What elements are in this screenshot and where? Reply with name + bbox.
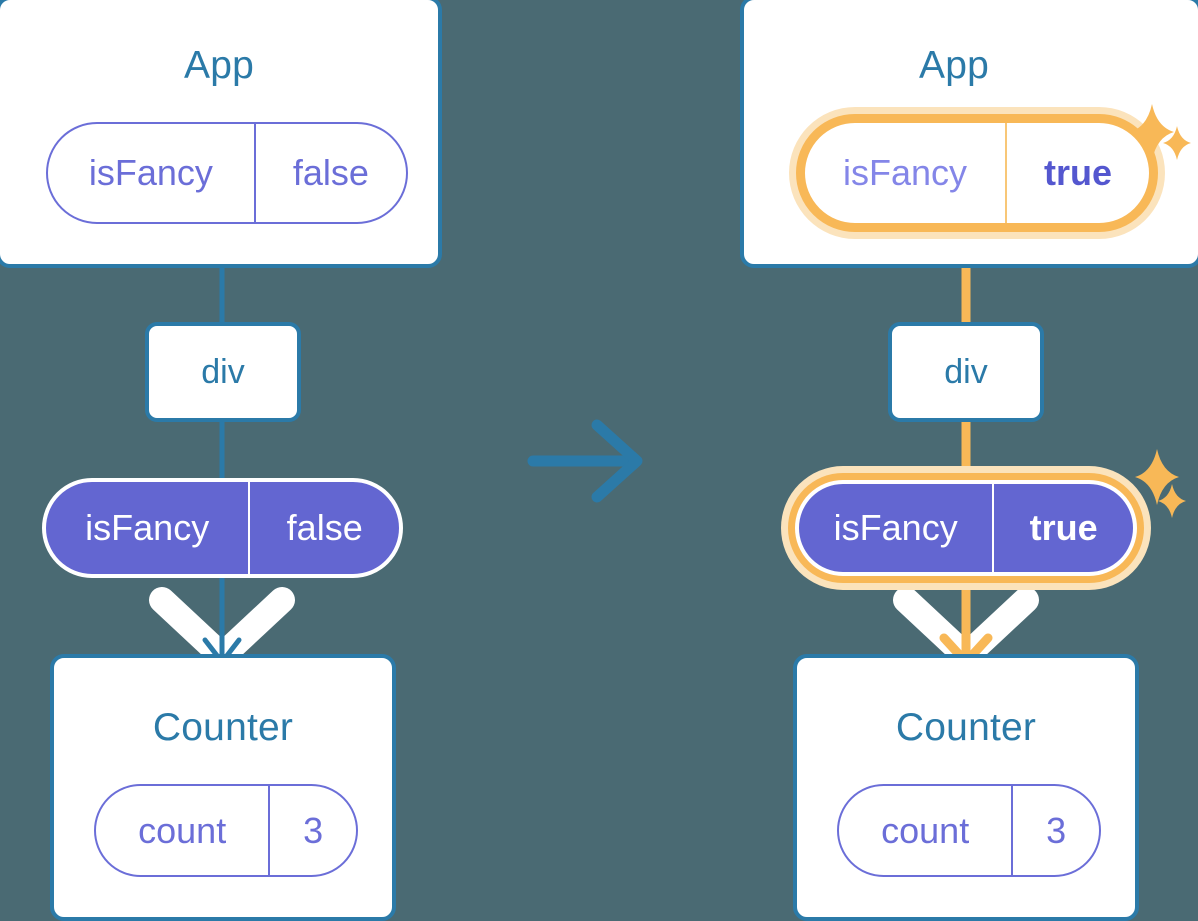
div-node: div: [888, 322, 1044, 422]
app-state-pill-value: true: [1005, 123, 1149, 223]
prop-pill-highlighted[interactable]: isFancy true: [795, 480, 1137, 576]
div-node: div: [145, 322, 301, 422]
counter-card-title: Counter: [895, 706, 1037, 749]
prop-pill-value: false: [248, 482, 399, 574]
app-card: App isFancy false: [0, 0, 442, 268]
div-node-label: div: [944, 352, 988, 391]
counter-state-pill-value: 3: [1011, 786, 1099, 875]
counter-card-title: Counter: [152, 706, 294, 749]
counter-state-pill-name: count: [138, 809, 227, 851]
app-state-pill[interactable]: isFancy false: [46, 122, 408, 224]
prop-pill-name: isFancy: [85, 507, 210, 548]
counter-state-pill[interactable]: count 3: [837, 784, 1101, 877]
app-state-pill-highlighted[interactable]: isFancy true: [796, 114, 1158, 232]
app-state-pill-name: isFancy: [88, 152, 213, 193]
counter-card: Counter count 3: [793, 654, 1139, 921]
counter-state-pill-name: count: [881, 809, 970, 851]
app-state-pill-name: isFancy: [842, 152, 968, 193]
sparkle-small-icon: [1163, 126, 1191, 160]
prop-pill-name: isFancy: [833, 507, 958, 548]
counter-state-pill-value: 3: [268, 786, 356, 875]
arrow-right-icon: [527, 419, 643, 503]
app-state-pill-value: false: [253, 124, 406, 222]
app-card-title: App: [184, 44, 254, 87]
prop-pill[interactable]: isFancy false: [42, 478, 403, 578]
sparkle-large-icon: [1135, 449, 1179, 505]
prop-pill-value: true: [992, 484, 1133, 572]
sparkle-large-icon: [1130, 104, 1174, 160]
counter-state-pill[interactable]: count 3: [94, 784, 358, 877]
app-card-title: App: [919, 44, 989, 87]
app-card: App isFancy true: [740, 0, 1198, 268]
div-node-label: div: [201, 352, 245, 391]
sparkle-small-icon: [1158, 484, 1186, 518]
counter-card: Counter count 3: [50, 654, 396, 921]
